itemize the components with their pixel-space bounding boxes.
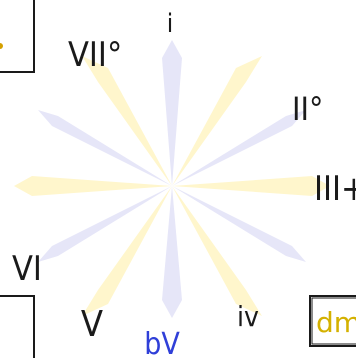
box-top-left-dot bbox=[0, 43, 3, 49]
ray-lavender-north bbox=[162, 40, 182, 186]
label-flat-v: bV bbox=[144, 327, 180, 358]
ray-yellow-northwest bbox=[82, 56, 172, 186]
label-iv: iv bbox=[237, 300, 259, 333]
label-v: V bbox=[81, 304, 103, 345]
chord-labels: i VII° II° III+ VI V bV iv dm bbox=[12, 9, 356, 358]
ray-lavender-northeast bbox=[172, 110, 306, 186]
ray-lavender-southwest bbox=[38, 186, 172, 262]
ray-yellow-west bbox=[14, 176, 172, 196]
label-ii-dim: II° bbox=[292, 90, 323, 128]
ray-yellow-southwest bbox=[82, 186, 172, 316]
ray-yellow-east bbox=[172, 176, 330, 196]
box-bottom-left bbox=[0, 295, 35, 358]
box-dm bbox=[309, 295, 356, 347]
ray-lavender-south bbox=[162, 186, 182, 318]
label-iii-aug: III+ bbox=[314, 169, 356, 209]
label-vi: VI bbox=[12, 249, 42, 289]
ray-lavender-southeast bbox=[172, 186, 306, 262]
ray-yellow-southeast bbox=[172, 186, 262, 316]
box-dm-inner bbox=[311, 297, 356, 345]
label-vii-dim: VII° bbox=[68, 35, 122, 75]
ray-lavender-northwest bbox=[38, 110, 172, 186]
ray-yellow-northeast bbox=[172, 56, 262, 186]
box-top-left bbox=[0, 0, 35, 73]
label-i: i bbox=[167, 9, 174, 39]
label-dm: dm bbox=[316, 306, 356, 339]
star-rays bbox=[14, 40, 330, 318]
